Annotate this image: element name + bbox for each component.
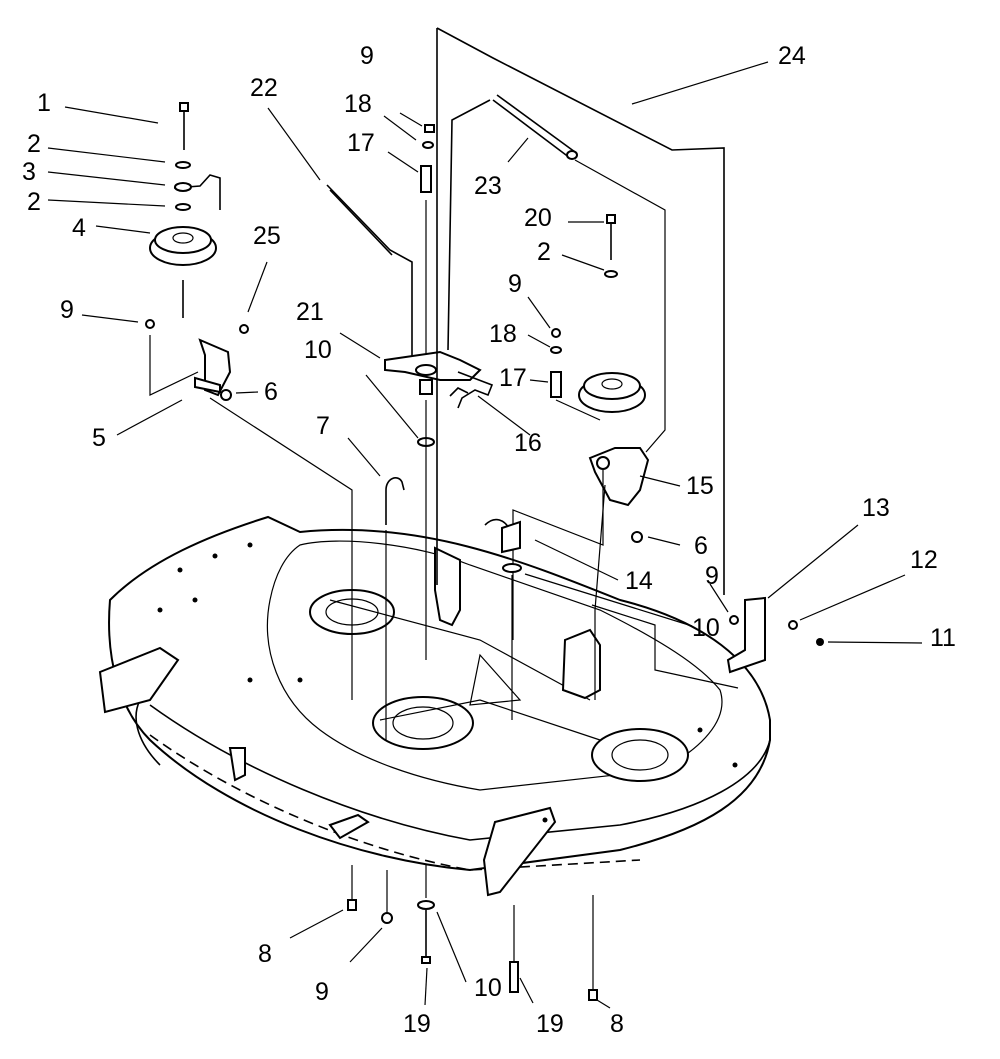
callout-16: 16 — [514, 429, 542, 457]
right-bracket — [591, 596, 824, 689]
callout-23: 23 — [474, 172, 502, 200]
callout-6: 6 — [264, 378, 278, 406]
callout-21: 21 — [296, 298, 324, 326]
callout-2: 2 — [27, 188, 41, 216]
callout-2: 2 — [537, 238, 551, 266]
callout-20: 20 — [524, 204, 552, 232]
callout-labels: 1 2 3 2 4 9 25 5 6 22 9 18 17 21 10 7 16… — [22, 42, 956, 1038]
right-idler-assembly — [449, 214, 650, 720]
callout-8: 8 — [610, 1010, 624, 1038]
callout-22: 22 — [250, 74, 278, 102]
callout-18: 18 — [344, 90, 372, 118]
callout-1: 1 — [37, 89, 51, 117]
callout-6: 6 — [694, 532, 708, 560]
callout-19: 19 — [403, 1010, 431, 1038]
callout-5: 5 — [92, 424, 106, 452]
central-linkage-assembly — [326, 99, 494, 740]
callout-9: 9 — [705, 562, 719, 590]
callout-7: 7 — [316, 412, 330, 440]
callout-10: 10 — [304, 336, 332, 364]
callout-13: 13 — [862, 494, 890, 522]
leader-lines — [47, 61, 923, 1009]
callout-11: 11 — [930, 624, 956, 652]
callout-17: 17 — [347, 129, 375, 157]
callout-8: 8 — [258, 940, 272, 968]
callout-14: 14 — [625, 567, 653, 595]
callout-9: 9 — [60, 296, 74, 324]
callout-18: 18 — [489, 320, 517, 348]
upper-rods — [436, 27, 725, 595]
callout-9: 9 — [315, 978, 329, 1006]
callout-9: 9 — [360, 42, 374, 70]
callout-3: 3 — [22, 158, 36, 186]
callout-25: 25 — [253, 222, 281, 250]
callout-15: 15 — [686, 472, 714, 500]
callout-10: 10 — [692, 614, 720, 642]
callout-24: 24 — [778, 42, 806, 70]
left-idler-assembly — [145, 102, 353, 700]
mower-deck — [98, 515, 771, 897]
callout-2: 2 — [27, 130, 41, 158]
callout-4: 4 — [72, 214, 86, 242]
callout-9: 9 — [508, 270, 522, 298]
callout-10: 10 — [474, 974, 502, 1002]
callout-12: 12 — [910, 546, 938, 574]
bottom-hardware — [347, 865, 598, 1001]
callout-19: 19 — [536, 1010, 564, 1038]
callout-17: 17 — [499, 364, 527, 392]
